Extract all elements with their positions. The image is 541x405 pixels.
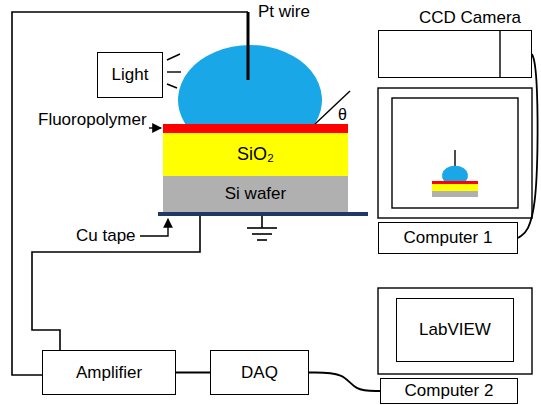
leader-arrow bbox=[149, 127, 161, 128]
computer-box: Computer 2 bbox=[380, 378, 518, 404]
box-label: SiO₂ bbox=[237, 144, 274, 165]
pt-wire bbox=[247, 12, 250, 80]
part-label: Fluoropolymer bbox=[38, 110, 147, 130]
fluoropolymer-layer bbox=[163, 124, 348, 133]
light-source-box: Light bbox=[97, 52, 163, 98]
ground-symbol bbox=[247, 216, 277, 240]
box-label: Computer 2 bbox=[405, 381, 494, 401]
cu-tape bbox=[158, 212, 368, 216]
monitor bbox=[378, 288, 532, 374]
screen-preview bbox=[432, 150, 478, 197]
amplifier-box: Amplifier bbox=[42, 350, 176, 395]
box-label: DAQ bbox=[241, 363, 278, 383]
camera-box: CCD Camera bbox=[378, 30, 532, 78]
tangent-line bbox=[315, 91, 350, 124]
box-label: LabVIEW bbox=[419, 320, 491, 340]
light-rays bbox=[167, 54, 181, 88]
cable-connector bbox=[309, 373, 380, 392]
box-label: Light bbox=[112, 65, 149, 85]
part-label: Cu tape bbox=[76, 226, 136, 246]
daq-box: DAQ bbox=[210, 350, 309, 395]
wafer-layer: Si wafer bbox=[163, 176, 348, 212]
ground-wire bbox=[32, 216, 200, 350]
monitor bbox=[378, 88, 532, 218]
box-label: Amplifier bbox=[76, 363, 142, 383]
heading-label: CCD Camera bbox=[419, 8, 521, 28]
leader-arrow bbox=[140, 219, 168, 236]
camera-lens bbox=[499, 30, 500, 78]
monitor-screen bbox=[392, 98, 518, 208]
angle-symbol: θ bbox=[338, 106, 347, 124]
cable-connector bbox=[518, 54, 538, 238]
droplet bbox=[178, 45, 322, 124]
box-label: Si wafer bbox=[225, 184, 286, 204]
part-label: Pt wire bbox=[258, 2, 310, 22]
computer-box: Computer 1 bbox=[378, 222, 518, 254]
screen-box: LabVIEW bbox=[396, 298, 514, 362]
box-label: Computer 1 bbox=[404, 228, 493, 248]
cable-connector bbox=[176, 372, 210, 374]
oxide-layer: SiO₂ bbox=[163, 133, 348, 176]
